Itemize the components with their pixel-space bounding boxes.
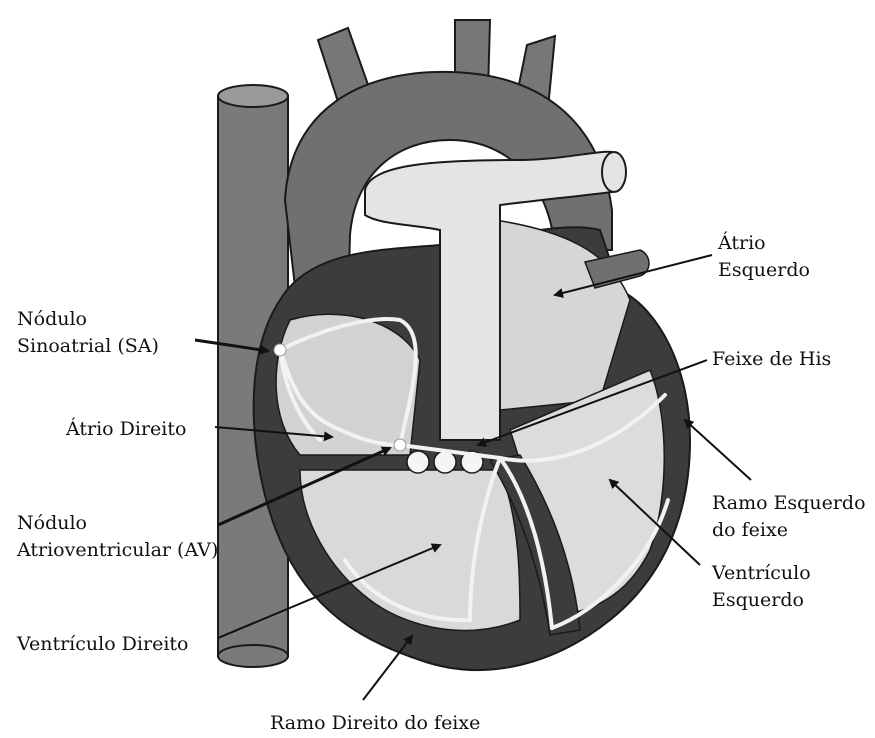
label-left-bundle-branch: Ramo Esquerdo do feixe (712, 490, 866, 544)
sa-node-dot (274, 344, 286, 356)
label-av-node: Nódulo Atrioventricular (AV) (17, 510, 218, 564)
label-sa-node: Nódulo Sinoatrial (SA) (17, 306, 159, 360)
label-right-ventricle: Ventrículo Direito (17, 631, 188, 658)
label-right-bundle-branch: Ramo Direito do feixe (270, 710, 480, 737)
label-bundle-of-his: Feixe de His (712, 346, 831, 373)
label-left-ventricle: Ventrículo Esquerdo (712, 560, 811, 614)
av-node-dot (394, 439, 406, 451)
label-right-atrium: Átrio Direito (66, 416, 186, 443)
pulmonary-opening (602, 152, 626, 192)
label-left-atrium: Átrio Esquerdo (718, 230, 810, 284)
arrow-left-bundle (685, 420, 751, 480)
